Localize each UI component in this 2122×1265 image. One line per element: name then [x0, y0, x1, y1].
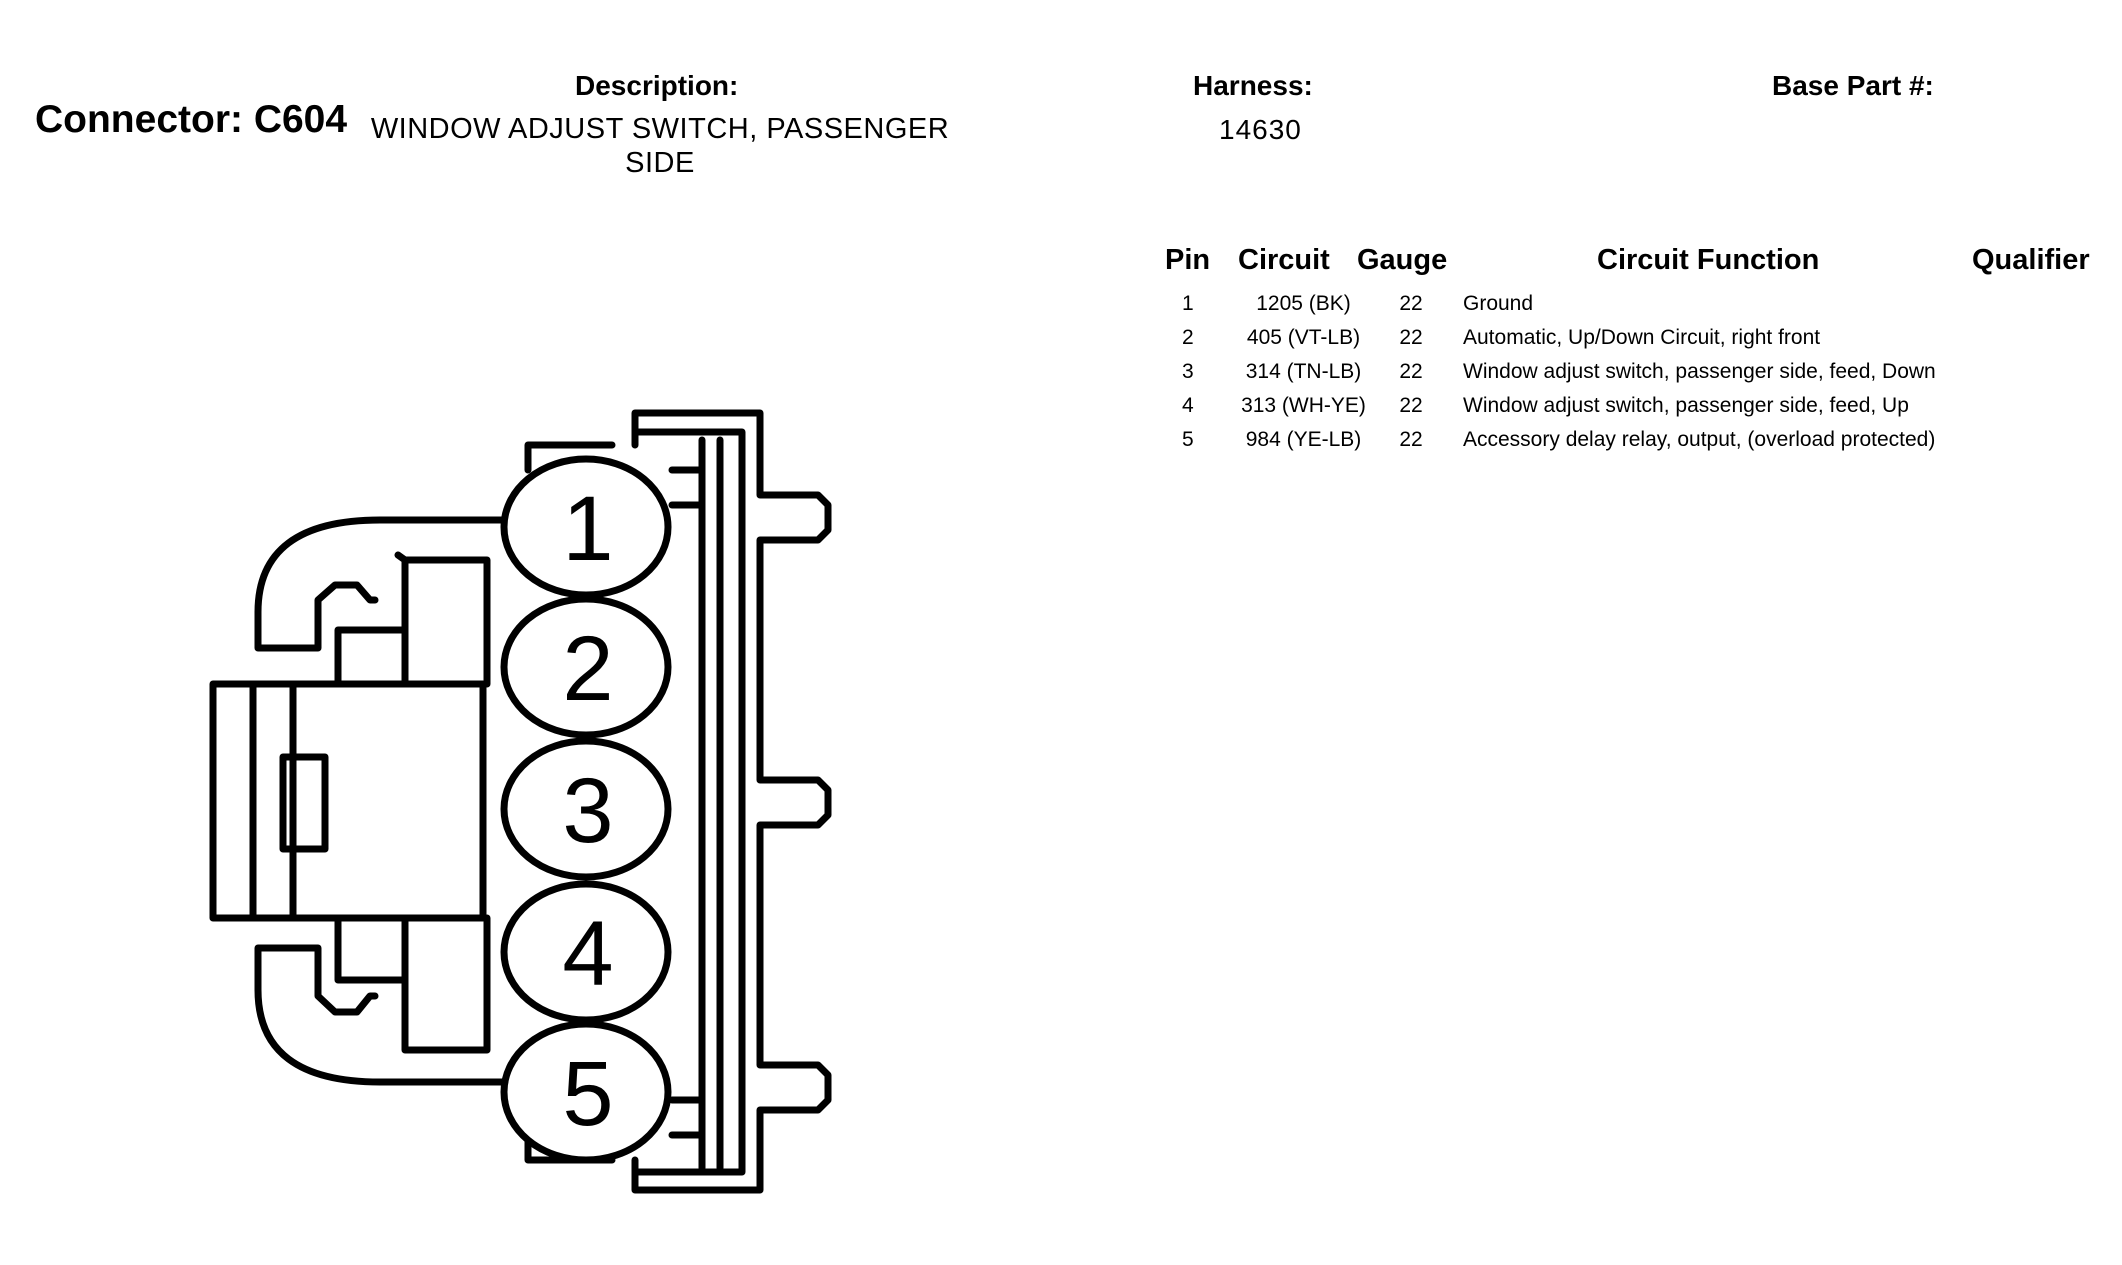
harness-value: 14630	[1219, 114, 1302, 145]
col-header-pin: Pin	[1165, 244, 1211, 276]
pin-cell: 4	[1182, 394, 1194, 417]
connector-upper-latch	[334, 551, 491, 688]
connector-body	[209, 680, 487, 922]
gauge-cell: 22	[1399, 292, 1423, 315]
connector-key	[279, 753, 329, 853]
function-cell: Accessory delay relay, output, (overload…	[1463, 428, 1936, 451]
function-cell: Automatic, Up/Down Circuit, right front	[1463, 326, 1821, 349]
pin-5-circle	[500, 1020, 672, 1164]
pin-1-label: 1	[562, 478, 613, 580]
pin-2-label: 2	[562, 618, 613, 720]
col-header-circuit: Circuit	[1238, 244, 1330, 276]
pin-1-circle	[500, 455, 672, 599]
gauge-cell: 22	[1399, 360, 1423, 383]
base-part-label: Base Part #:	[1772, 70, 1934, 101]
function-cell: Ground	[1463, 292, 1534, 315]
pin-3-circle	[500, 737, 672, 881]
pin-3-label: 3	[562, 760, 613, 862]
function-cell: Window adjust switch, passenger side, fe…	[1463, 394, 1909, 417]
gauge-cell: 22	[1399, 394, 1423, 417]
circuit-cell: 405 (VT-LB)	[1246, 326, 1361, 349]
gauge-cell: 22	[1399, 326, 1423, 349]
pin-4-circle	[500, 880, 672, 1024]
circuit-cell: 1205 (BK)	[1256, 292, 1351, 315]
description-label: Description:	[575, 70, 739, 101]
pin-cell: 3	[1182, 360, 1194, 383]
description-line-2: SIDE	[625, 147, 695, 179]
harness-label: Harness:	[1193, 70, 1313, 101]
pin-5-label: 5	[562, 1043, 613, 1145]
connector-title: Connector: C604	[35, 98, 348, 141]
description-value: WINDOW ADJUST SWITCH, PASSENGER SIDE	[360, 112, 960, 180]
connector-lower-latch	[334, 914, 491, 1054]
connector-rail-tabs	[668, 466, 706, 1139]
connector-body-inner	[249, 680, 297, 922]
function-cell: Window adjust switch, passenger side, fe…	[1463, 360, 1936, 383]
col-header-circuit-function: Circuit Function	[1597, 244, 1820, 276]
pin-cell: 5	[1182, 428, 1194, 451]
connector-inner-wall	[631, 428, 746, 1176]
col-header-qualifier: Qualifier	[1972, 244, 2090, 276]
connector-shell-outline	[631, 409, 832, 1194]
pin-cell: 2	[1182, 326, 1194, 349]
circuit-cell: 984 (YE-LB)	[1245, 428, 1362, 451]
pin-cell: 1	[1182, 292, 1194, 315]
gauge-cell: 22	[1399, 428, 1423, 451]
pin-2-circle	[500, 595, 672, 739]
description-line-1: WINDOW ADJUST SWITCH, PASSENGER	[370, 113, 950, 145]
circuit-cell: 313 (WH-YE)	[1241, 394, 1366, 417]
connector-hood	[254, 516, 519, 1086]
connector-rail	[698, 436, 724, 1172]
col-header-gauge: Gauge	[1357, 244, 1448, 276]
circuit-cell: 314 (TN-LB)	[1245, 360, 1362, 383]
pin-4-label: 4	[562, 903, 613, 1005]
